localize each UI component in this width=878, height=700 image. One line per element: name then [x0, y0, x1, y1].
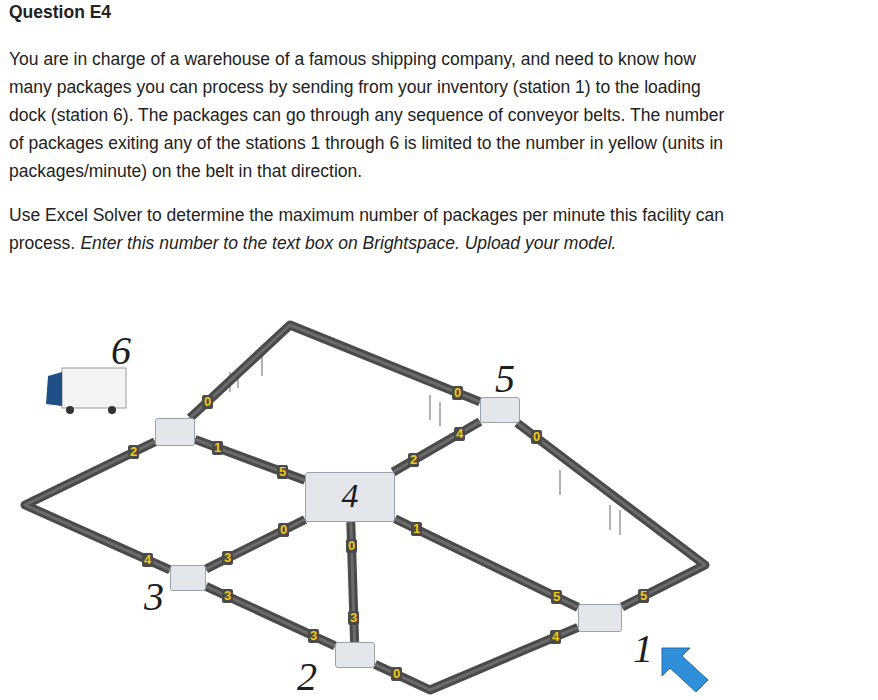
- conveyor-belt: [375, 627, 578, 690]
- belt-highlight: [375, 627, 578, 690]
- question-paragraph: Use Excel Solver to determine the maximu…: [9, 201, 737, 257]
- conveyor-belt: [517, 423, 705, 607]
- belt-capacity: 0: [202, 395, 213, 409]
- station-number: 6: [111, 331, 131, 371]
- belt-capacity: 3: [222, 551, 233, 565]
- station-number: 1: [633, 629, 653, 669]
- belt-capacity: 3: [308, 629, 319, 643]
- belt-capacity: 1: [411, 522, 422, 536]
- belt-highlight: [517, 423, 705, 607]
- belt-capacity: 4: [550, 630, 561, 644]
- inventory-arrow: [662, 648, 708, 692]
- conveyor-belt: [25, 442, 170, 570]
- belt-highlight: [395, 519, 578, 608]
- belt-capacity: 5: [638, 589, 649, 603]
- station-number: 4: [306, 479, 394, 513]
- belt-capacity: 5: [551, 590, 562, 604]
- conveyor-belt: [395, 519, 578, 608]
- belt-capacity: 0: [531, 430, 542, 444]
- blue-arrow: [662, 648, 708, 692]
- belt-capacity: 0: [278, 523, 289, 537]
- truck-trailer: [62, 368, 126, 408]
- belt-capacity: 0: [346, 539, 357, 553]
- conveyor-belt: [206, 520, 305, 570]
- belt-highlight: [206, 586, 335, 646]
- instruction-text: Enter this number to the text box on Bri…: [80, 233, 616, 253]
- question-paragraph: You are in charge of a warehouse of a fa…: [9, 45, 737, 185]
- belt-capacity: 0: [391, 667, 402, 681]
- truck-wheel: [66, 406, 74, 414]
- conveyor-belt: [393, 422, 480, 472]
- belt-highlight: [195, 439, 305, 480]
- belt-capacity: 2: [408, 453, 419, 467]
- station-machine: 6: [155, 418, 195, 446]
- belt-capacity: 3: [222, 589, 233, 603]
- belt-highlight: [393, 422, 480, 472]
- belt-highlight: [206, 520, 305, 570]
- conveyor-belt: [190, 325, 480, 418]
- station-number: 5: [495, 359, 515, 399]
- station-number: 2: [297, 657, 317, 697]
- question-text: You are in charge of a warehouse of a fa…: [9, 49, 724, 181]
- station-machine: 4: [305, 472, 395, 522]
- station-machine: 1: [578, 604, 622, 632]
- belt-capacity: 2: [128, 445, 139, 459]
- support-legs: [430, 395, 440, 426]
- truck: [46, 368, 126, 414]
- belt-capacity: 3: [348, 611, 359, 625]
- belt-capacity: 0: [452, 386, 463, 400]
- belt-highlight: [25, 442, 170, 570]
- station-number: 3: [144, 577, 164, 617]
- question-title: Question E4: [9, 2, 111, 23]
- conveyor-belt: [206, 586, 335, 646]
- station-machine: 5: [480, 397, 520, 423]
- conveyor-belt: [195, 439, 305, 480]
- belt-capacity: 4: [454, 427, 465, 441]
- truck-cab: [46, 372, 62, 406]
- belt-capacity: 1: [212, 441, 223, 455]
- belt-capacity: 5: [277, 465, 288, 479]
- truck-wheel: [108, 406, 116, 414]
- station-machine: 2: [335, 642, 375, 668]
- belt-capacity: 4: [142, 553, 153, 567]
- station-machine: 3: [170, 565, 206, 591]
- belt-highlight: [190, 325, 480, 418]
